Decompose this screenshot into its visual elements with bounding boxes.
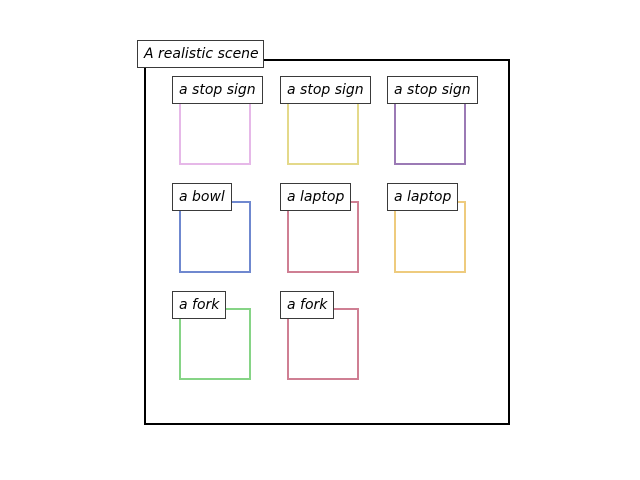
object-label-stop-sign-3: a stop sign [387, 76, 478, 104]
object-label-fork-1: a fork [172, 291, 227, 319]
object-box-bowl [179, 201, 251, 273]
scene-frame [144, 59, 510, 425]
object-label-bowl: a bowl [172, 183, 232, 211]
object-box-laptop-2 [394, 201, 466, 273]
object-label-stop-sign-2: a stop sign [280, 76, 371, 104]
object-box-laptop-1 [287, 201, 359, 273]
scene-title-label: A realistic scene [137, 40, 264, 68]
object-label-laptop-2: a laptop [387, 183, 459, 211]
object-label-laptop-1: a laptop [280, 183, 352, 211]
object-label-stop-sign-1: a stop sign [172, 76, 263, 104]
object-label-fork-2: a fork [280, 291, 335, 319]
